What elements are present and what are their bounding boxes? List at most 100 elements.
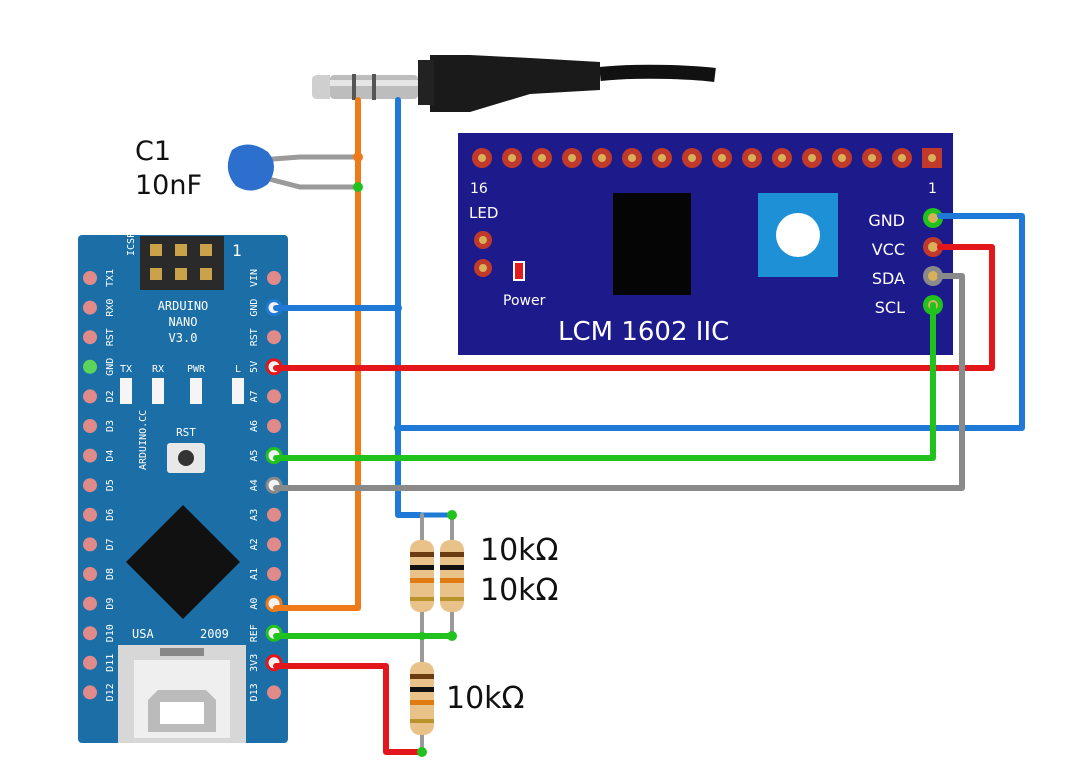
nano-right-pin-label: A4 — [249, 479, 260, 491]
nano-left-pin-label: GND — [105, 358, 116, 376]
nano-right-pin-label: 5V — [249, 361, 260, 373]
usa-label: USA — [132, 627, 154, 641]
lcd-top-pin-hole — [838, 154, 846, 162]
nano-left-pin — [83, 537, 97, 552]
lcd-title: LCM 1602 IIC — [558, 317, 729, 347]
nano-left-pin — [83, 507, 97, 522]
nano-left-pin-label: RST — [105, 328, 116, 346]
nano-left-pin-label: D4 — [105, 450, 116, 462]
nano-right-pin — [267, 537, 281, 552]
lcd-top-pin-hole — [508, 154, 516, 162]
lcd-top-pin-hole — [598, 154, 606, 162]
wire-red-3v3 — [273, 663, 425, 755]
resistors: 10kΩ 10kΩ 10kΩ — [410, 533, 558, 735]
icsp-pin1-label: 1 — [232, 241, 242, 260]
nano-left-pin — [83, 596, 97, 611]
nano-title-3: V3.0 — [169, 331, 198, 345]
nano-left-pin — [83, 626, 97, 641]
capacitor-value: 10nF — [135, 170, 202, 201]
lcd-i2c-board: 16 1 LED Power LCM 1602 IIC GND VCC SDA … — [458, 133, 953, 355]
icsp-label: ICSP — [126, 232, 137, 256]
nano-right-pin-label: A6 — [249, 420, 260, 432]
lcd-pin-scl-label: SCL — [875, 298, 905, 317]
capacitor-body — [227, 144, 274, 191]
lcd-top-pin-hole — [478, 154, 486, 162]
nano-right-pin-label: A5 — [249, 450, 260, 462]
lcd-top-pin-hole — [538, 154, 546, 162]
nano-right-pin-label: 3V3 — [249, 654, 260, 672]
lcd-pin1-label: 1 — [928, 181, 937, 197]
microcontroller-chip — [126, 505, 240, 619]
rst-button-label: RST — [176, 426, 196, 439]
lcd-top-pin-hole — [628, 154, 636, 162]
nano-right-pin — [267, 330, 281, 345]
lcd-top-pin-hole — [748, 154, 756, 162]
wire-blue-jack — [395, 97, 423, 518]
led-label-pwr: PWR — [187, 364, 206, 375]
nano-right-pin-label: VIN — [249, 269, 260, 287]
resistor-2 — [440, 540, 464, 612]
nano-title-2: NANO — [169, 315, 198, 329]
led-label-rx: RX — [152, 364, 164, 375]
nano-right-pin-label: D13 — [249, 683, 260, 701]
nano-left-pin-label: D8 — [105, 568, 116, 580]
lcd-led-label: LED — [469, 204, 498, 222]
nano-right-pin-label: A7 — [249, 390, 260, 402]
nano-right-pin-label: GND — [249, 299, 260, 317]
mini-usb-port — [118, 645, 246, 743]
lcd-pin16-label: 16 — [470, 181, 488, 197]
nano-right-pin-label: A0 — [249, 598, 260, 610]
nano-right-pin — [267, 419, 281, 433]
capacitor-name: C1 — [135, 136, 171, 167]
lcd-pcb — [458, 133, 953, 355]
nano-right-pin — [267, 271, 281, 285]
lcd-top-pin-hole — [658, 154, 666, 162]
nano-right-pin-label: A2 — [249, 538, 260, 550]
resistor-2-label: 10kΩ — [480, 573, 558, 608]
nano-left-pin — [83, 300, 97, 315]
resistor-1 — [410, 540, 434, 612]
nano-left-pin-label: D9 — [105, 598, 116, 610]
pcf8574-chip — [613, 193, 691, 295]
lcd-top-pin-hole — [778, 154, 786, 162]
wire-blue-lcd-gnd — [395, 213, 1025, 431]
lcd-pin-vcc-label: VCC — [872, 240, 905, 259]
nano-left-pin — [83, 330, 97, 345]
power-led — [513, 261, 525, 281]
wire-orange-a0 — [273, 97, 361, 611]
nano-left-pin — [83, 655, 97, 670]
lcd-top-pin-row — [472, 148, 942, 168]
lcd-top-pin-hole — [898, 154, 906, 162]
wire-endpoints — [353, 152, 457, 757]
nano-left-pin-label: D7 — [105, 538, 116, 550]
nano-right-pin-label: RST — [249, 328, 260, 346]
wire-red-5v — [273, 244, 995, 371]
status-leds: TX RX PWR L — [120, 364, 244, 404]
lcd-top-pin-hole — [718, 154, 726, 162]
nano-left-pin-label: D10 — [105, 624, 116, 642]
nano-left-pin — [83, 419, 97, 433]
lcd-pin-sda-label: SDA — [872, 269, 905, 288]
lcd-power-label: Power — [503, 293, 546, 309]
nano-left-pin — [83, 448, 97, 463]
nano-right-pin — [267, 567, 281, 581]
nano-left-pin — [83, 567, 97, 581]
capacitor-c1: C1 10nF — [135, 136, 355, 201]
nano-left-pin — [83, 359, 97, 374]
website-label: ARDUINO.CC — [138, 410, 149, 470]
audio-cable — [599, 64, 716, 82]
nano-right-pin-label: A3 — [249, 509, 260, 521]
nano-right-pin-label: REF — [249, 624, 260, 642]
lcd-top-pin-hole — [928, 154, 936, 162]
nano-left-pin-label: D6 — [105, 509, 116, 521]
nano-pcb — [78, 235, 288, 743]
lcd-top-pin-hole — [568, 154, 576, 162]
nano-left-pin — [83, 478, 97, 493]
resistor-3-label: 10kΩ — [446, 681, 524, 716]
nano-left-pin-label: TX1 — [105, 269, 116, 287]
audio-jack-plug — [312, 55, 716, 112]
audio-plug-body — [430, 55, 600, 112]
nano-right-pin — [267, 389, 281, 404]
wire-gray-sda — [273, 273, 965, 491]
